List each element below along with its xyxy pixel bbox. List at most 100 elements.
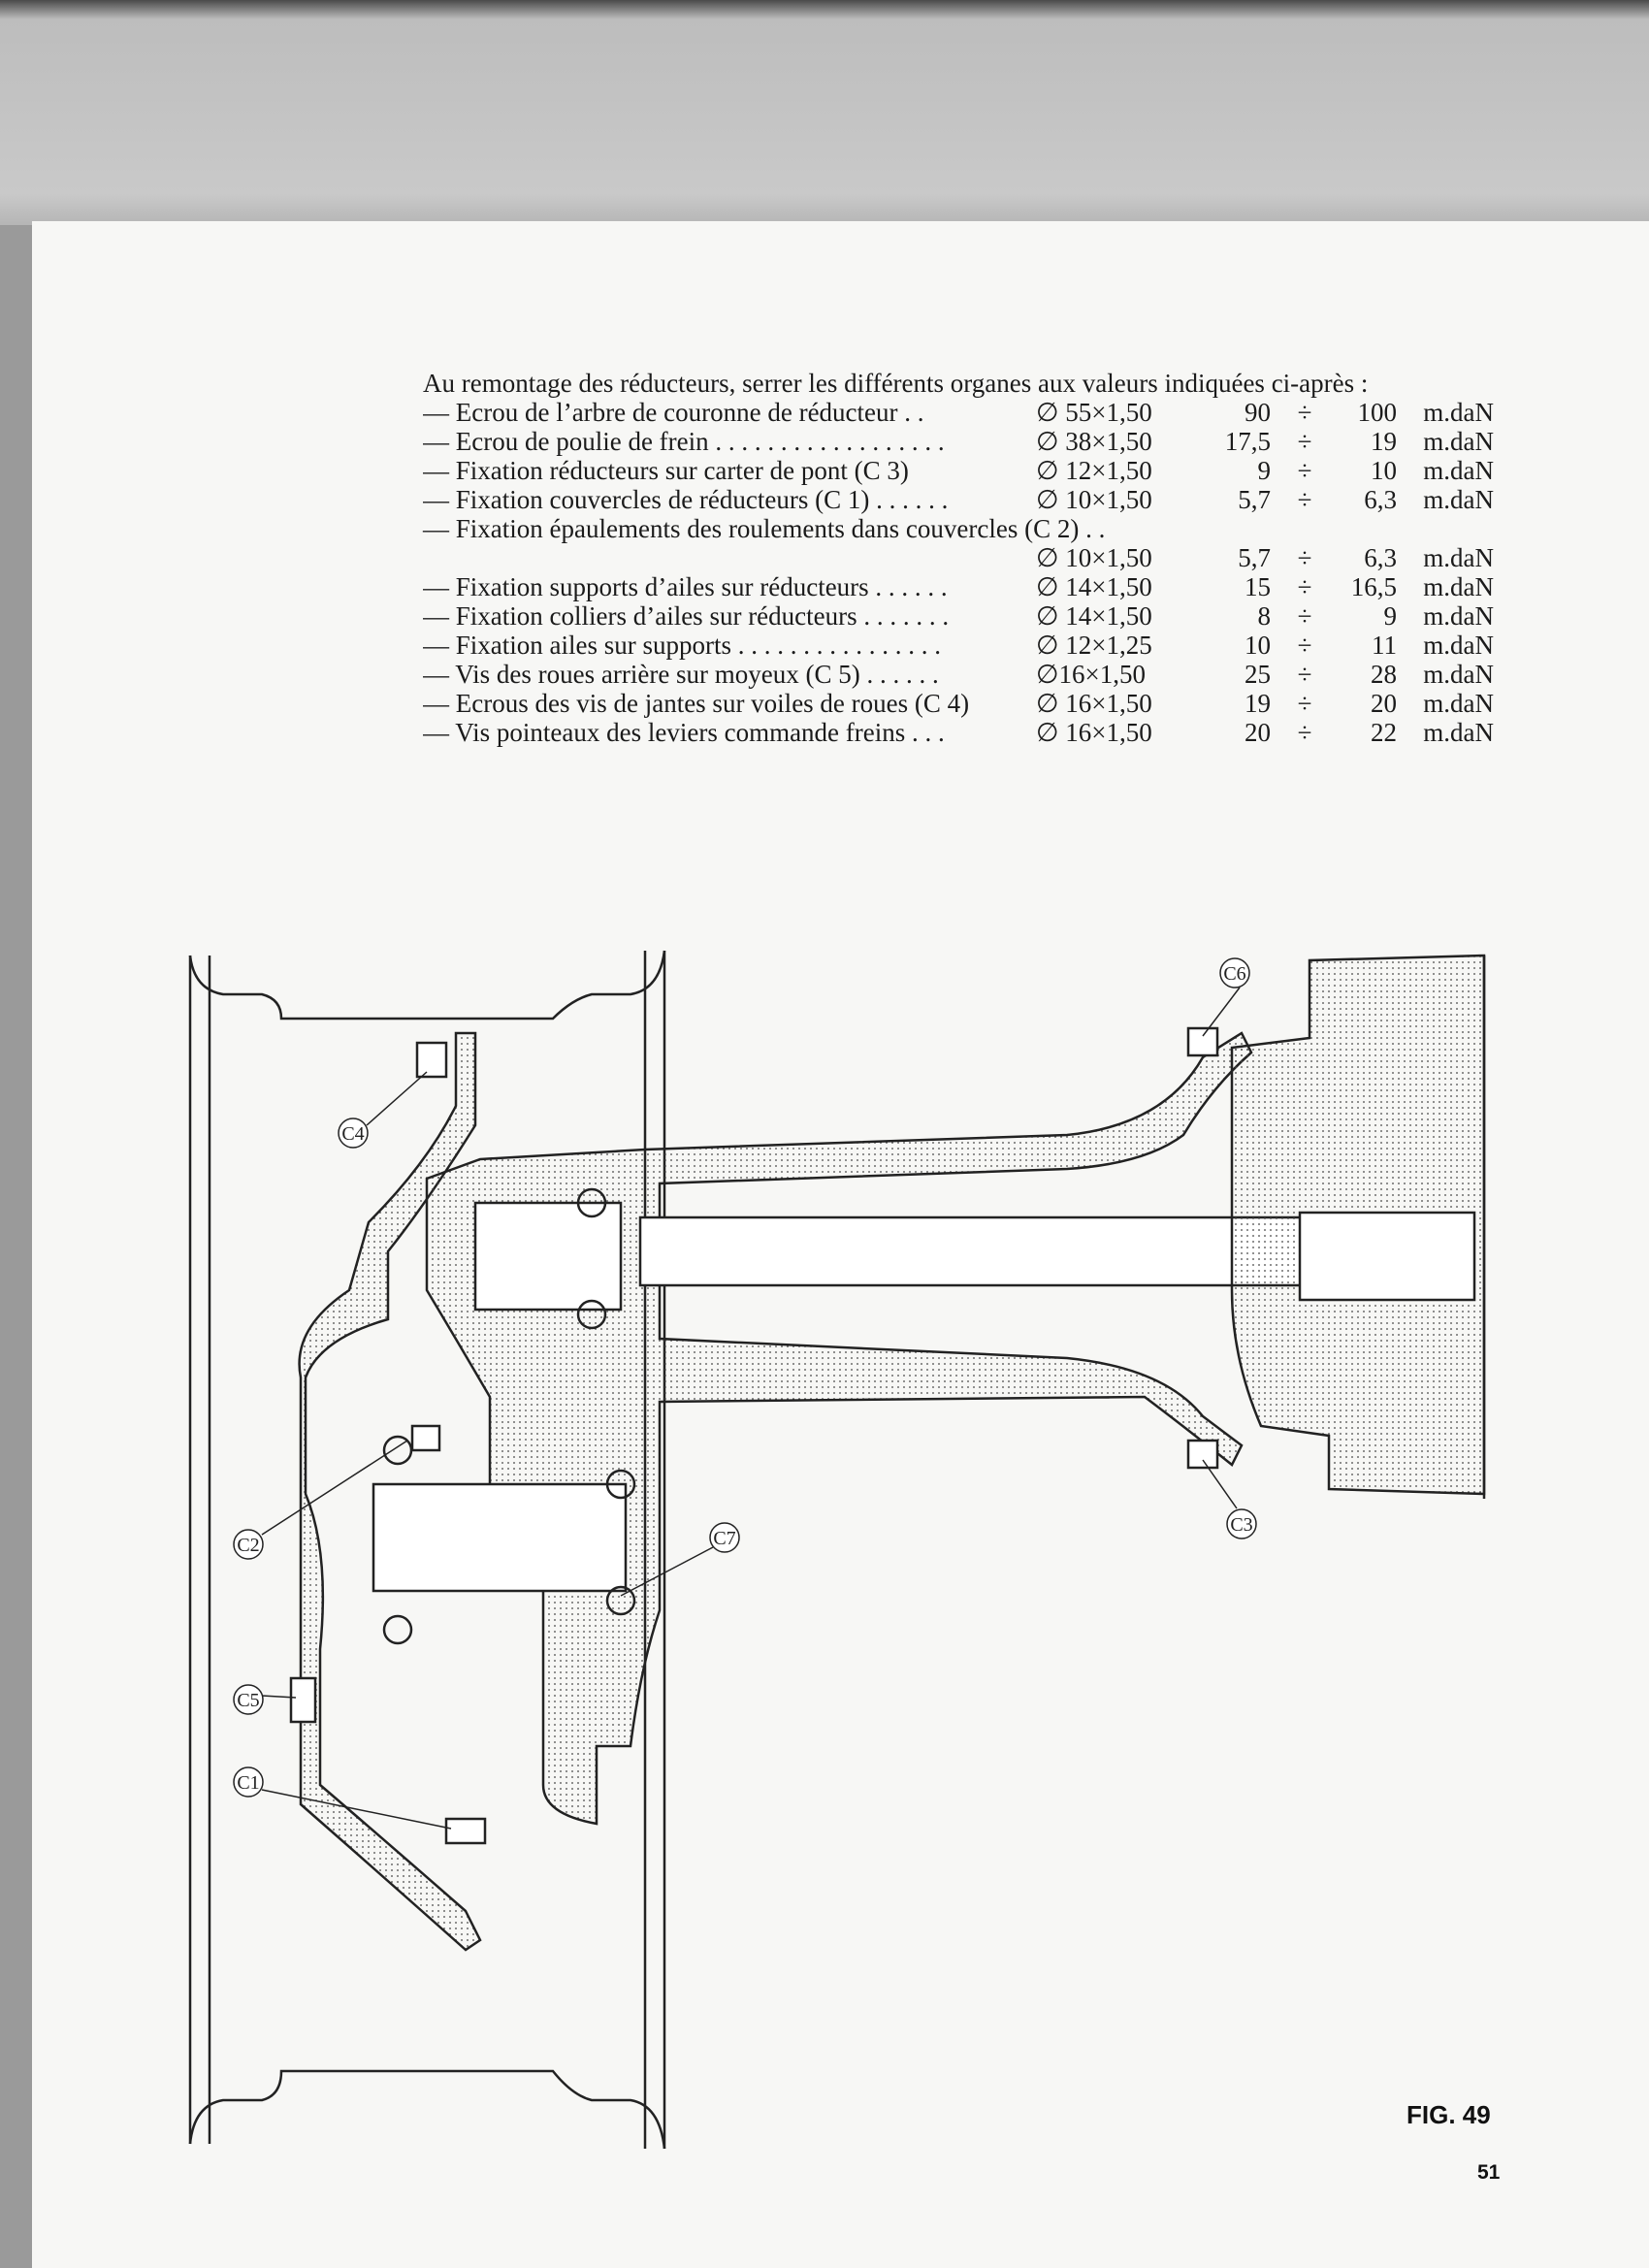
bearing	[605, 1585, 636, 1616]
scanner-edge	[0, 225, 32, 2268]
bolt	[444, 1817, 487, 1845]
torque-min: 20	[1245, 718, 1271, 747]
thread-size: ∅16×1,50	[1036, 660, 1146, 689]
thread-size: ∅ 14×1,50	[1036, 601, 1152, 631]
torque-max: 16,5	[1350, 572, 1397, 601]
callout-c5: C5	[233, 1684, 264, 1715]
torque-row: — Fixation épaulements des roulements da…	[423, 514, 1494, 543]
torque-min: 8	[1257, 601, 1272, 631]
thread-size: ∅ 12×1,25	[1036, 631, 1152, 660]
bolt	[1186, 1439, 1219, 1470]
lower-gear	[372, 1482, 628, 1593]
torque-max: 6,3	[1364, 543, 1397, 572]
callout-c4: C4	[338, 1118, 369, 1149]
torque-unit: m.daN	[1423, 456, 1494, 485]
torque-max: 9	[1383, 601, 1398, 631]
torque-row: — Fixation couvercles de réducteurs (C 1…	[423, 485, 1494, 514]
wheel-rim-left	[188, 956, 211, 2144]
torque-row: — Fixation colliers d’ailes sur réducteu…	[423, 601, 1494, 631]
torque-min: 15	[1245, 572, 1271, 601]
axle-housing	[425, 1031, 1253, 1826]
thread-size: ∅ 12×1,50	[1036, 456, 1152, 485]
figure-caption: FIG. 49	[1406, 2100, 1491, 2129]
torque-max: 10	[1371, 456, 1397, 485]
torque-row: — Ecrou de l’arbre de couronne de réduct…	[423, 398, 1494, 427]
row-label: — Fixation colliers d’ailes sur réducteu…	[423, 601, 950, 631]
range-separator: ÷	[1297, 631, 1312, 660]
row-label: — Ecrous des vis de jantes sur voiles de…	[423, 689, 970, 718]
page-number: 51	[1477, 2161, 1501, 2184]
torque-unit: m.daN	[1423, 689, 1494, 718]
torque-unit: m.daN	[1423, 601, 1494, 631]
range-separator: ÷	[1297, 660, 1312, 689]
torque-unit: m.daN	[1423, 485, 1494, 514]
torque-min: 90	[1245, 398, 1271, 427]
callout-c7: C7	[709, 1522, 740, 1553]
torque-min: 5,7	[1238, 543, 1271, 572]
row-label: — Ecrou de l’arbre de couronne de réduct…	[423, 398, 924, 427]
range-separator: ÷	[1297, 485, 1312, 514]
callout-c6: C6	[1219, 957, 1250, 988]
torque-min: 5,7	[1238, 485, 1271, 514]
bolt	[415, 1041, 448, 1079]
range-separator: ÷	[1297, 456, 1312, 485]
svg-text:C3: C3	[1230, 1514, 1252, 1536]
torque-unit: m.daN	[1423, 427, 1494, 456]
torque-max: 20	[1371, 689, 1397, 718]
thread-size: ∅ 10×1,50	[1036, 543, 1152, 572]
rim-bottom-flange	[188, 2069, 666, 2150]
bolt	[410, 1424, 441, 1452]
bearing	[605, 1469, 636, 1500]
row-label: — Fixation réducteurs sur carter de pont…	[423, 456, 909, 485]
svg-text:C7: C7	[713, 1528, 735, 1549]
thread-size: ∅ 55×1,50	[1036, 398, 1152, 427]
upper-gear	[473, 1201, 623, 1312]
thread-size: ∅ 16×1,50	[1036, 689, 1152, 718]
torque-unit: m.daN	[1423, 660, 1494, 689]
torque-max: 11	[1372, 631, 1397, 660]
thread-size: ∅ 38×1,50	[1036, 427, 1152, 456]
torque-min: 9	[1257, 456, 1272, 485]
scanner-background	[0, 0, 1649, 225]
wheel-disc	[298, 1031, 482, 1952]
bearing	[576, 1187, 607, 1218]
torque-row: — Fixation supports d’ailes sur réducteu…	[423, 572, 1494, 601]
row-label: — Fixation couvercles de réducteurs (C 1…	[423, 485, 949, 514]
torque-specifications: Au remontage des réducteurs, serrer les …	[423, 369, 1494, 747]
range-separator: ÷	[1297, 572, 1312, 601]
torque-max: 6,3	[1364, 485, 1397, 514]
callout-c3: C3	[1226, 1508, 1257, 1539]
range-separator: ÷	[1297, 601, 1312, 631]
torque-unit: m.daN	[1423, 718, 1494, 747]
callout-c1: C1	[233, 1766, 264, 1798]
torque-unit: m.daN	[1423, 572, 1494, 601]
torque-row: — Vis pointeaux des leviers commande fre…	[423, 718, 1494, 747]
torque-max: 22	[1371, 718, 1397, 747]
range-separator: ÷	[1297, 543, 1312, 572]
torque-row: — Fixation réducteurs sur carter de pont…	[423, 456, 1494, 485]
thread-size: ∅ 16×1,50	[1036, 718, 1152, 747]
svg-text:C1: C1	[237, 1772, 259, 1794]
row-label: — Fixation supports d’ailes sur réducteu…	[423, 572, 948, 601]
torque-min: 19	[1245, 689, 1271, 718]
torque-unit: m.daN	[1423, 398, 1494, 427]
torque-row: — Vis des roues arrière sur moyeux (C 5)…	[423, 660, 1494, 689]
torque-unit: m.daN	[1423, 631, 1494, 660]
bearing	[576, 1299, 607, 1330]
bolt	[289, 1676, 317, 1724]
thread-size: ∅ 14×1,50	[1036, 572, 1152, 601]
bolt	[1186, 1026, 1219, 1057]
torque-min: 10	[1245, 631, 1271, 660]
callout-c2: C2	[233, 1529, 264, 1560]
row-label: — Fixation épaulements des roulements da…	[423, 514, 1106, 543]
svg-text:C2: C2	[237, 1535, 259, 1556]
range-separator: ÷	[1297, 398, 1312, 427]
row-label: — Ecrou de poulie de frein . . . . . . .…	[423, 427, 945, 456]
torque-row: — Ecrou de poulie de frein . . . . . . .…	[423, 427, 1494, 456]
rim-top-flange	[188, 950, 666, 1021]
torque-max: 19	[1371, 427, 1397, 456]
thread-size: ∅ 10×1,50	[1036, 485, 1152, 514]
bearing	[382, 1614, 413, 1645]
intro-paragraph: Au remontage des réducteurs, serrer les …	[423, 369, 1369, 398]
